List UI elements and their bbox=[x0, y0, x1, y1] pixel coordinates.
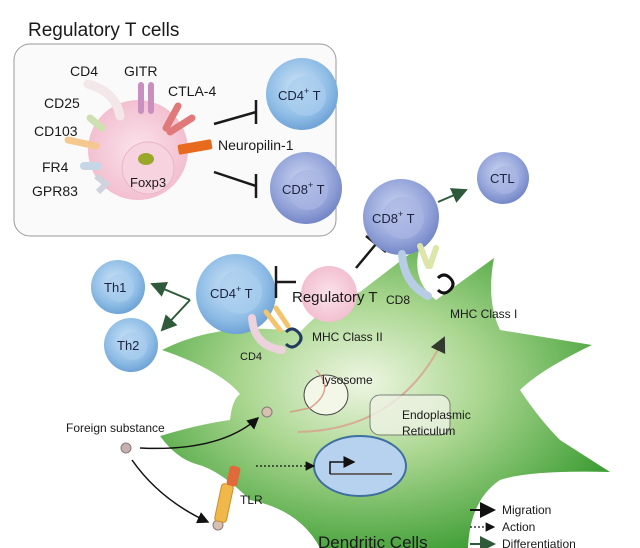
legend-differentiation: Differentiation bbox=[502, 537, 576, 548]
inhibit-cd8-icon bbox=[213, 170, 258, 198]
th1-cell: Th1 bbox=[91, 260, 145, 314]
treg-label: Regulatory T bbox=[292, 289, 378, 306]
tcr-cd8-icon bbox=[417, 243, 439, 269]
panel-cd8-t-cell: CD8+ T bbox=[270, 152, 342, 224]
mhc2-label: MHC Class II bbox=[312, 330, 383, 344]
svg-text:CD8+ T: CD8+ T bbox=[282, 180, 325, 197]
mhc2-icon bbox=[284, 327, 303, 349]
svg-text:CD8+ T: CD8+ T bbox=[372, 209, 415, 226]
neuropilin-marker-icon bbox=[177, 139, 213, 155]
dendritic-cells-label: Dendritic Cells bbox=[318, 533, 428, 548]
cd4-receptor-label: CD4 bbox=[240, 351, 262, 363]
fr4-marker-icon bbox=[80, 162, 102, 170]
marker-cd25: CD25 bbox=[44, 95, 80, 111]
foxp3-label: Foxp3 bbox=[130, 175, 166, 190]
mhc1-icon bbox=[436, 273, 455, 295]
cd8-receptor-label: CD8 bbox=[386, 293, 410, 307]
marker-gpr83: GPR83 bbox=[32, 183, 78, 199]
inhibit-cd4-icon bbox=[213, 100, 258, 126]
th2-cell: Th2 bbox=[104, 318, 158, 372]
tlr-icon bbox=[214, 483, 234, 523]
legend-migration: Migration bbox=[502, 503, 551, 517]
ctla4-marker-icon bbox=[162, 102, 196, 136]
migration-arrow-1 bbox=[139, 417, 260, 450]
foreign-substance-label: Foreign substance bbox=[66, 421, 165, 435]
treg-cell-panel bbox=[88, 100, 188, 200]
differentiation-arrow-th2 bbox=[160, 299, 191, 332]
cd8-receptor-icon bbox=[398, 250, 432, 300]
marker-cd4: CD4 bbox=[70, 63, 98, 79]
ctl-cell: CTL bbox=[477, 152, 529, 204]
svg-text:Th1: Th1 bbox=[104, 280, 126, 295]
cd4-marker-icon bbox=[83, 79, 125, 121]
cd4-receptor-icon bbox=[248, 314, 286, 354]
foreign-particle-icon bbox=[120, 442, 132, 454]
gpr83-marker-icon bbox=[94, 173, 111, 195]
lysosome-label: lysosome bbox=[322, 373, 373, 387]
inhibit-cd4-main-icon bbox=[274, 266, 296, 298]
cd25-marker-icon bbox=[86, 114, 106, 132]
marker-cd103: CD103 bbox=[34, 123, 78, 139]
svg-text:CD4+ T: CD4+ T bbox=[210, 284, 253, 301]
er-icon bbox=[369, 394, 451, 436]
svg-text:Th2: Th2 bbox=[117, 338, 139, 353]
marker-neuropilin-1: Neuropilin-1 bbox=[218, 137, 294, 153]
mhc1-label: MHC Class I bbox=[450, 307, 517, 321]
internalized-particle-icon bbox=[261, 406, 273, 418]
er-label-1: Endoplasmic bbox=[402, 408, 471, 422]
treg-cell bbox=[301, 266, 357, 322]
foxp3-icon bbox=[138, 153, 154, 165]
tcr-icon bbox=[263, 305, 291, 333]
cd8-t-cell: CD8+ T bbox=[363, 179, 439, 255]
marker-fr4: FR4 bbox=[42, 159, 69, 175]
legend: Migration Action Differentiation bbox=[470, 502, 576, 548]
cd103-marker-icon bbox=[64, 136, 100, 150]
cd4-t-cell: CD4+ T bbox=[196, 254, 276, 334]
differentiation-arrow-ctl bbox=[437, 188, 468, 203]
svg-text:CTL: CTL bbox=[490, 171, 515, 186]
gitr-marker-icon bbox=[138, 82, 144, 114]
marker-gitr: GITR bbox=[124, 63, 157, 79]
panel-cd4-t-cell: CD4+ T bbox=[266, 58, 338, 130]
er-label-2: Reticulum bbox=[402, 424, 455, 438]
tlr-label: TLR bbox=[240, 493, 263, 507]
differentiation-arrow-th1 bbox=[150, 282, 191, 301]
legend-action: Action bbox=[502, 520, 535, 534]
marker-ctla4: CTLA-4 bbox=[168, 83, 216, 99]
svg-text:CD4+ T: CD4+ T bbox=[278, 86, 321, 103]
nucleus-icon bbox=[313, 435, 407, 497]
migration-arrow-2 bbox=[131, 459, 210, 524]
title: Regulatory T cells bbox=[28, 20, 179, 41]
